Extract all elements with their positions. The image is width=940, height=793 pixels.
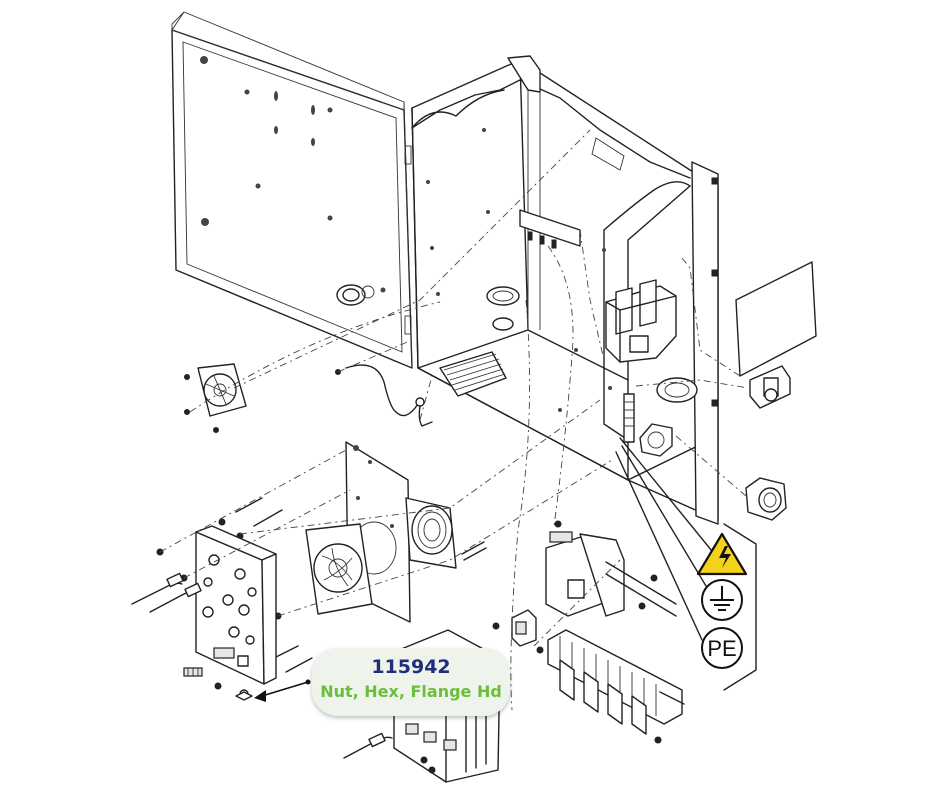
disconnect-handle	[749, 365, 791, 409]
mounting-rail	[519, 209, 581, 249]
floor-grommets	[486, 286, 698, 403]
part-description: Nut, Hex, Flange Hd	[320, 682, 502, 701]
terminal-blocks	[536, 629, 685, 744]
pe-label: PE	[707, 636, 736, 661]
terminal-strip	[623, 393, 635, 443]
ground-cable	[335, 364, 433, 427]
small-fan	[184, 363, 247, 433]
hardware-clip	[183, 667, 222, 690]
small-relay	[492, 609, 537, 647]
external-cable-gland	[745, 477, 787, 521]
flange-nut-115942	[235, 689, 253, 701]
cable-gland-side	[639, 423, 673, 457]
part-number: 115942	[371, 656, 451, 678]
assembly-leader-lines	[159, 129, 749, 711]
enclosure-door	[171, 11, 413, 369]
symbol-leader-lines	[615, 437, 757, 691]
vent-grille	[439, 351, 507, 397]
door-grommet	[336, 284, 375, 306]
protective-earth-icon: PE	[701, 627, 743, 669]
back-panel	[735, 261, 817, 377]
chassis-assembly	[305, 441, 487, 623]
enclosure-body	[411, 55, 719, 525]
callout-arrow	[254, 679, 311, 702]
hazard-high-voltage-icon	[696, 532, 748, 576]
disconnect-switch	[605, 279, 677, 363]
cable-assemblies	[131, 572, 202, 613]
control-panel	[156, 525, 277, 685]
ground-earth-icon	[701, 579, 743, 621]
relay-module	[545, 520, 677, 617]
part-callout[interactable]: 115942 Nut, Hex, Flange Hd	[312, 648, 510, 716]
